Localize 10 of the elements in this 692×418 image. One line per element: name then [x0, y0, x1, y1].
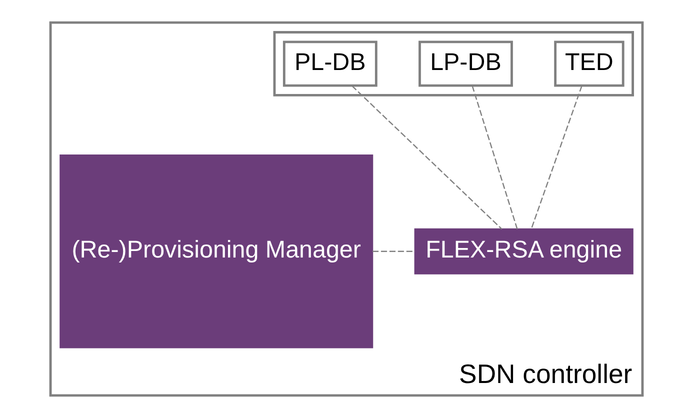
connector: [471, 86, 518, 230]
node-box: (Re-)Provisioning Manager: [59, 154, 373, 348]
node-box: TED: [554, 40, 624, 87]
connector: [530, 86, 582, 230]
node-box: FLEX-RSA engine: [414, 228, 633, 274]
node-box: PL-DB: [282, 40, 377, 87]
cluster: [272, 31, 634, 96]
connector: [372, 250, 415, 252]
connector: [351, 85, 502, 230]
node-box: LP-DB: [418, 40, 512, 87]
